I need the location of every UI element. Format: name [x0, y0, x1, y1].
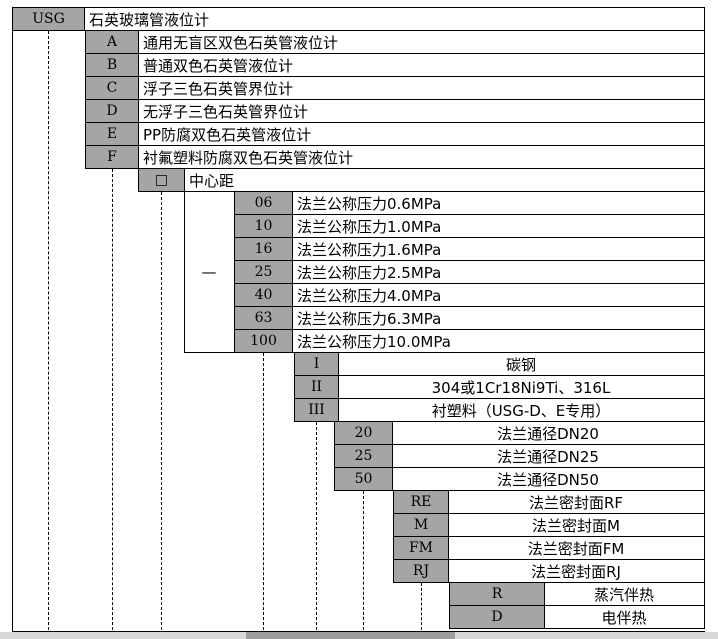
row-separator: [234, 214, 705, 215]
code-cell-flange-pressure: 06: [234, 191, 293, 215]
code-cell-body-material: I: [294, 352, 339, 376]
code-desc-separator: [184, 168, 185, 192]
row-separator: [294, 398, 705, 399]
desc-cell-heat-tracing: 蒸汽伴热: [593, 585, 654, 604]
desc-cell-type: 无浮子三色石英管界位计: [143, 102, 309, 121]
desc-cell-sealing-face: 法兰密封面M: [532, 516, 620, 535]
row-separator: [85, 76, 705, 77]
desc-cell-flange-diameter: 法兰通径DN20: [497, 424, 599, 443]
desc-cell-flange-pressure: 法兰公称压力10.0MPa: [297, 332, 451, 351]
code-cell-flange-pressure: 25: [234, 260, 293, 284]
desc-cell-type: 通用无盲区双色石英管液位计: [143, 33, 339, 52]
row-separator: [234, 260, 705, 261]
row-separator: [85, 145, 705, 146]
table-left-border: [12, 7, 13, 631]
code-desc-separator: [448, 490, 449, 583]
desc-cell-body-material: 衬塑料（USG-D、E专用）: [431, 401, 611, 420]
code-desc-separator: [392, 421, 393, 491]
desc-cell-type: 浮子三色石英管界位计: [143, 79, 294, 98]
code-cell-sealing-face: RE: [393, 490, 449, 514]
code-cell-body-material: III: [294, 398, 339, 422]
desc-cell-sealing-face: 法兰密封面FM: [527, 539, 625, 558]
dashed-connector: [363, 491, 364, 630]
row-separator: [234, 306, 705, 307]
desc-cell-sealing-face: 法兰密封面RJ: [531, 562, 621, 581]
code-cell-flange-pressure: 100: [234, 329, 293, 353]
code-desc-separator: [292, 191, 293, 353]
desc-cell-flange-diameter: 法兰通径DN50: [497, 470, 599, 489]
row-separator: [393, 559, 705, 560]
desc-cell-flange-pressure: 法兰公称压力6.3MPa: [297, 309, 442, 328]
row-separator: [234, 237, 705, 238]
desc-cell-sealing-face: 法兰密封面RF: [528, 493, 624, 512]
row-separator: [234, 283, 705, 284]
code-cell-flange-diameter: 20: [334, 421, 393, 445]
code-cell-flange-pressure: 40: [234, 283, 293, 307]
row-separator: [85, 99, 705, 100]
row-separator: [393, 513, 705, 514]
row-separator: [234, 329, 705, 330]
desc-cell-flange-pressure: 法兰公称压力2.5MPa: [297, 263, 442, 282]
desc-cell-type: 普通双色石英管液位计: [143, 56, 294, 75]
code-cell-product: USG: [12, 7, 85, 31]
desc-cell-flange-pressure: 法兰公称压力1.6MPa: [297, 240, 442, 259]
prefix-dash: —: [201, 262, 217, 281]
table-bottom-border: [12, 631, 705, 632]
desc-cell-flange-pressure: 法兰公称压力1.0MPa: [297, 217, 442, 236]
code-desc-separator: [544, 582, 545, 629]
row-separator: [449, 605, 705, 606]
code-cell-sealing-face: FM: [393, 536, 449, 560]
desc-cell-center-distance: 中心距: [189, 171, 235, 190]
code-cell-flange-pressure: 10: [234, 214, 293, 238]
code-cell-heat-tracing: R: [449, 582, 545, 606]
code-cell-type: E: [85, 122, 139, 146]
row-separator: [334, 444, 705, 445]
row-separator: [393, 536, 705, 537]
row-separator: [85, 53, 705, 54]
code-cell-center-distance: □: [138, 168, 185, 192]
desc-cell-flange-pressure: 法兰公称压力0.6MPa: [297, 194, 442, 213]
row-separator: [85, 122, 705, 123]
desc-cell-body-material: 碳钢: [505, 355, 536, 374]
code-cell-sealing-face: M: [393, 513, 449, 537]
code-desc-separator: [138, 30, 139, 169]
code-cell-type: C: [85, 76, 139, 100]
dashed-connector: [48, 31, 49, 630]
dashed-connector: [263, 353, 264, 630]
code-cell-flange-pressure: 63: [234, 306, 293, 330]
dashed-connector: [316, 422, 317, 630]
desc-cell-flange-diameter: 法兰通径DN25: [497, 447, 599, 466]
code-cell-type: F: [85, 145, 139, 169]
desc-cell-type: PP防腐双色石英管液位计: [143, 125, 312, 144]
desc-cell-product: 石英玻璃管液位计: [89, 10, 210, 29]
row-separator: [294, 375, 705, 376]
desc-cell-type: 衬氟塑料防腐双色石英管液位计: [143, 148, 354, 167]
dashed-connector: [112, 169, 113, 630]
code-cell-flange-diameter: 25: [334, 444, 393, 468]
code-desc-separator: [84, 7, 85, 31]
horizontal-scrollbar[interactable]: [0, 632, 718, 639]
desc-cell-heat-tracing: 电伴热: [601, 608, 647, 627]
code-cell-heat-tracing: D: [449, 605, 545, 629]
desc-cell-body-material: 304或1Cr18Ni9Ti、316L: [431, 378, 611, 397]
scrollbar-thumb[interactable]: [246, 632, 455, 639]
code-desc-separator: [338, 352, 339, 422]
code-cell-type: A: [85, 30, 139, 54]
desc-cell-flange-pressure: 法兰公称压力4.0MPa: [297, 286, 442, 305]
code-cell-flange-pressure: 16: [234, 237, 293, 261]
code-cell-sealing-face: RJ: [393, 559, 449, 583]
dashed-connector: [161, 192, 162, 630]
code-cell-type: D: [85, 99, 139, 123]
dashed-connector: [421, 583, 422, 630]
code-cell-flange-diameter: 50: [334, 467, 393, 491]
code-cell-body-material: II: [294, 375, 339, 399]
row-separator: [334, 467, 705, 468]
code-cell-type: B: [85, 53, 139, 77]
